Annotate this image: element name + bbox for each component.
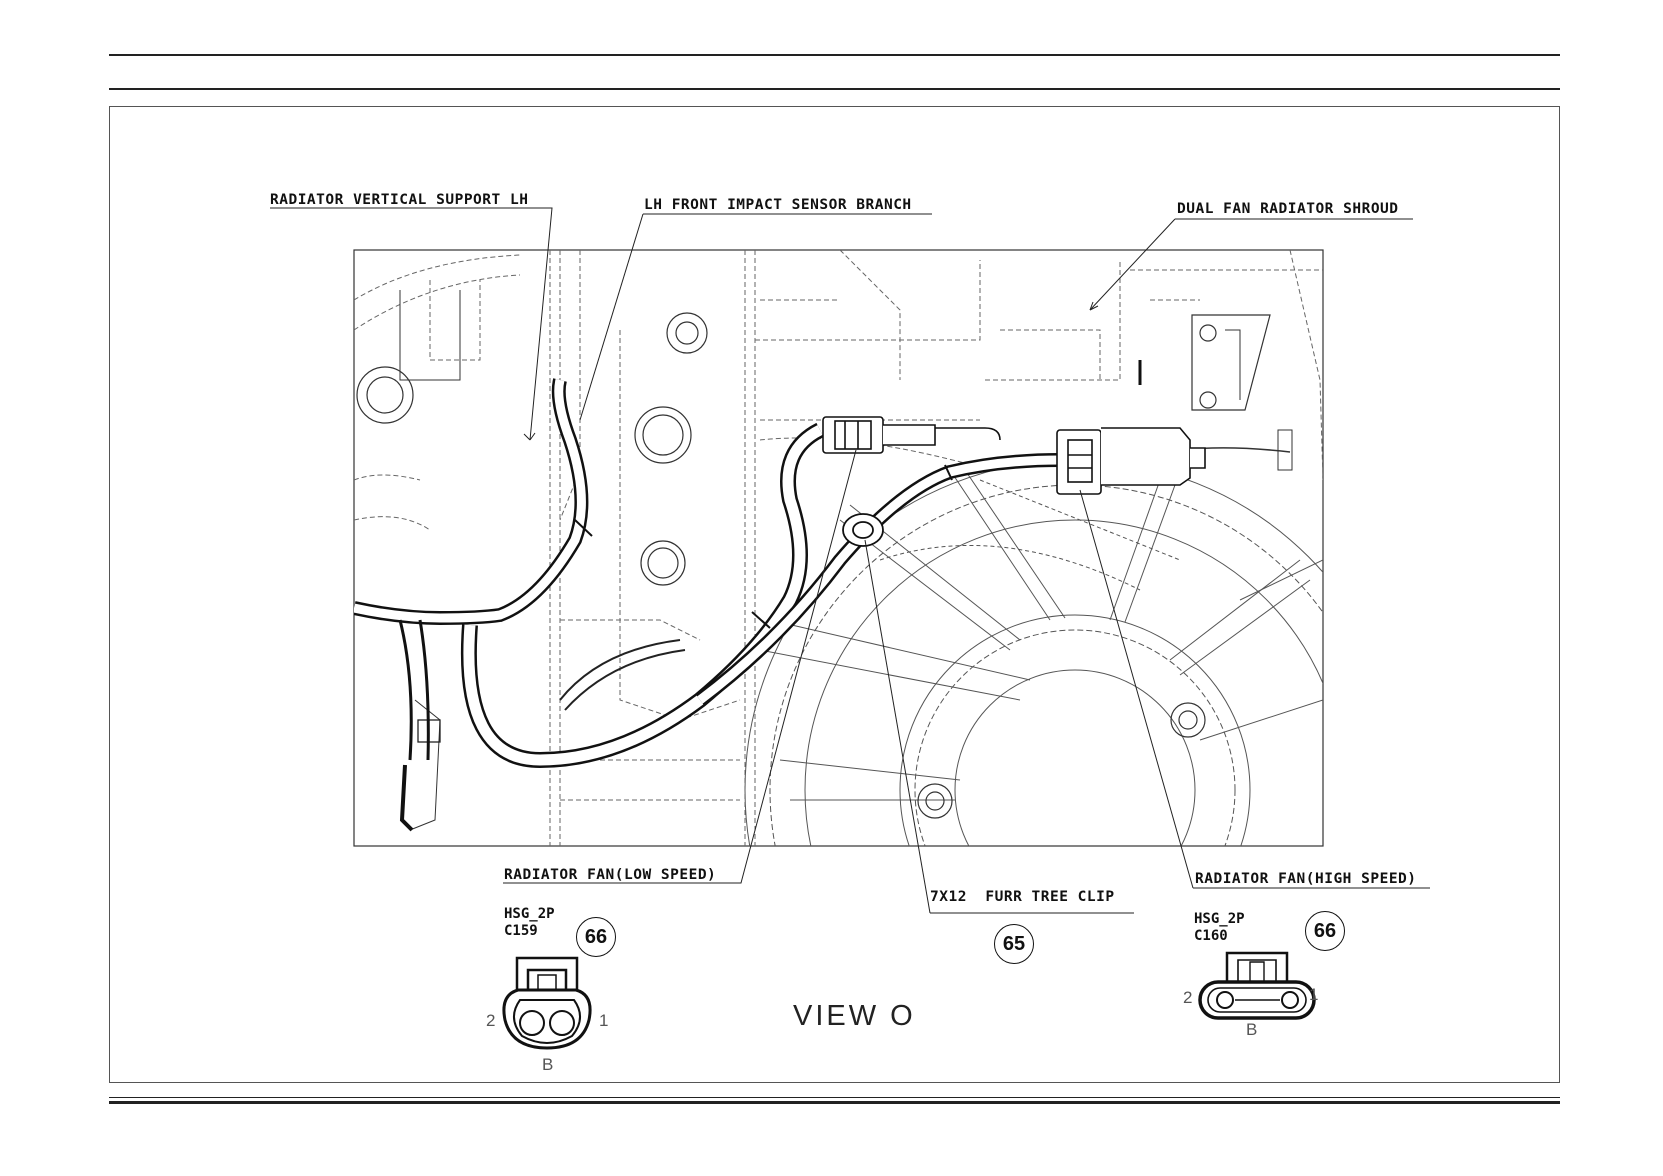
bottom-rule-thick	[109, 1101, 1560, 1104]
bottom-rule-thin	[109, 1097, 1560, 1098]
label-lh-front-impact-sensor-branch: LH FRONT IMPACT SENSOR BRANCH	[644, 197, 912, 213]
connector-c160-pin-right: 1	[1309, 985, 1319, 1004]
connector-c159-pin-right: 1	[599, 1011, 609, 1030]
connector-c160-ref-circle: 66	[1305, 911, 1345, 951]
connector-c159-pin-left: 2	[486, 1011, 496, 1030]
label-furr-tree-clip: 7X12 FURR TREE CLIP	[930, 889, 1115, 905]
view-title: VIEW O	[793, 1000, 916, 1032]
connector-c159-ref: 66	[584, 925, 608, 948]
top-rule-2	[109, 88, 1560, 90]
connector-c160-pin-left: 2	[1183, 988, 1193, 1007]
clip-ref-circle: 65	[994, 924, 1034, 964]
label-dual-fan-radiator-shroud: DUAL FAN RADIATOR SHROUD	[1177, 201, 1399, 217]
label-radiator-vertical-support: RADIATOR VERTICAL SUPPORT LH	[270, 192, 529, 208]
connector-c159-code: C159	[504, 923, 538, 939]
diagram-frame	[109, 106, 1560, 1083]
connector-c160-code: C160	[1194, 928, 1228, 944]
connector-c160-ref: 66	[1313, 919, 1337, 942]
connector-c160-side: B	[1246, 1020, 1258, 1039]
connector-c160-housing: HSG_2P	[1194, 911, 1245, 927]
label-radiator-fan-low-speed: RADIATOR FAN(LOW SPEED)	[504, 867, 717, 883]
connector-c159-side: B	[542, 1055, 554, 1074]
label-radiator-fan-high-speed: RADIATOR FAN(HIGH SPEED)	[1195, 871, 1417, 887]
connector-c159-housing: HSG_2P	[504, 906, 555, 922]
top-rule-1	[109, 54, 1560, 56]
connector-c159-ref-circle: 66	[576, 917, 616, 957]
clip-ref: 65	[1002, 932, 1026, 955]
